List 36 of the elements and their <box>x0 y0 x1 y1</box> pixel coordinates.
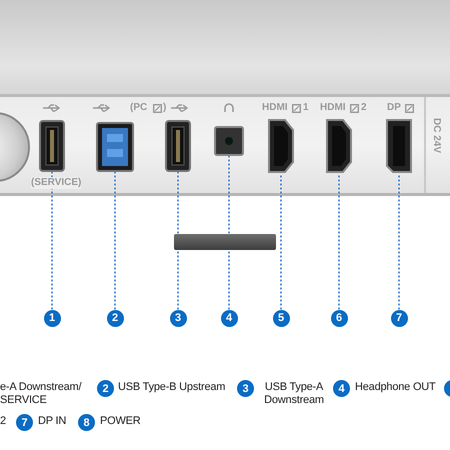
port-label: (SERVICE) <box>31 177 82 189</box>
callout-number: 4 <box>333 380 350 397</box>
leader-line <box>51 172 53 310</box>
callout-number: 7 <box>390 310 408 326</box>
leader-line <box>398 174 400 310</box>
port-label: DC 24V <box>431 118 441 154</box>
callout-number: 7 <box>16 414 33 431</box>
callout-number: 8 <box>78 414 95 431</box>
callout-number: 1 <box>44 310 60 326</box>
callout-number: 2 <box>106 310 124 326</box>
port-label: DP <box>387 102 401 114</box>
legend-text: USB Type-B Upstream <box>118 381 226 394</box>
legend-text: USB Type-A Downstream <box>263 381 325 407</box>
port-label: HDMI <box>262 102 288 114</box>
legend-text: DP IN <box>38 415 68 428</box>
leader-line <box>280 174 282 310</box>
callout-number: 4 <box>220 310 238 326</box>
port-label: 2 <box>361 102 367 114</box>
port-label: HDMI <box>320 102 346 114</box>
legend-text: POWER <box>100 415 142 428</box>
leader-line <box>177 172 179 310</box>
port-label: 1 <box>303 102 309 114</box>
callout-number: 3 <box>237 380 254 397</box>
callout-number: 3 <box>170 310 186 326</box>
port-label: ) <box>163 102 166 114</box>
leader-line <box>114 172 116 310</box>
callout-number: 6 <box>330 310 348 326</box>
legend-text: e-A Downstream/ SERVICE <box>0 381 82 407</box>
callout-number: 2 <box>97 380 114 397</box>
legend-text: 2 <box>0 415 6 428</box>
stand-bracket <box>174 234 276 250</box>
leader-line <box>228 156 230 310</box>
callout-number: 5 <box>272 310 290 326</box>
port-label: (PC <box>130 102 148 114</box>
legend-text: Headphone OUT <box>355 381 437 394</box>
leader-line <box>338 174 340 310</box>
